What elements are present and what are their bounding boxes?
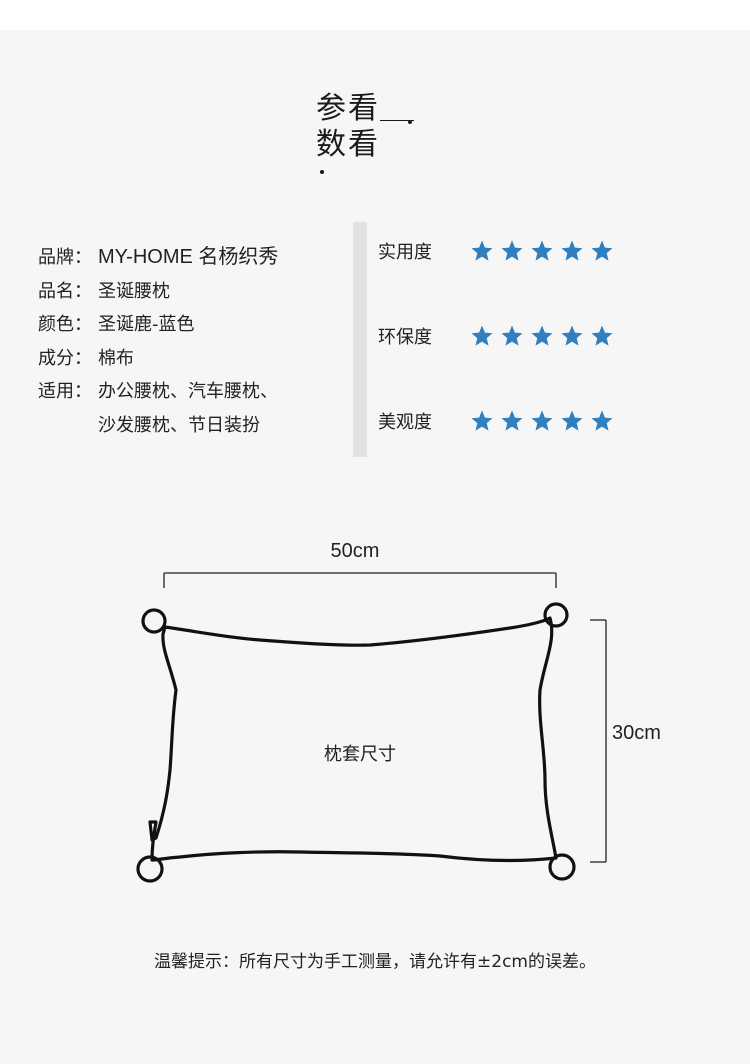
- heading-underline: [380, 120, 414, 121]
- heading-dot-right: [408, 120, 412, 124]
- star-rating: [470, 239, 614, 263]
- spec-usage-value-line1: 办公腰枕、汽车腰枕、: [98, 381, 278, 402]
- star-icon: [591, 410, 613, 431]
- heading-dot-bottom: [320, 170, 324, 174]
- spec-color: 颜色： 圣诞鹿-蓝色: [38, 308, 348, 342]
- star-icon: [561, 410, 583, 431]
- star-icon: [471, 410, 493, 431]
- product-specs: 品牌： MY-HOME 名杨织秀 品名： 圣诞腰枕 颜色： 圣诞鹿-蓝色 成分：…: [38, 241, 348, 442]
- heading-line-1: 参看: [316, 91, 380, 126]
- star-icon: [561, 240, 583, 261]
- rating-label: 美观度: [378, 412, 432, 433]
- star-icon: [561, 325, 583, 346]
- spec-color-key: 颜色：: [38, 314, 92, 335]
- star-icon: [531, 410, 553, 431]
- width-dimension-label: 50cm: [330, 540, 380, 562]
- rating-label: 环保度: [378, 327, 432, 348]
- star-icon: [531, 240, 553, 261]
- heading-line-2: 数看: [316, 127, 380, 162]
- star-rating: [470, 324, 614, 348]
- rating-eco: 环保度: [378, 321, 738, 351]
- spec-name-key: 品名：: [38, 280, 92, 302]
- rating-practicality: 实用度: [378, 236, 738, 266]
- spec-brand-value: MY-HOME 名杨织秀: [98, 246, 279, 268]
- star-icon: [591, 325, 613, 346]
- star-icon: [501, 240, 523, 261]
- star-icon: [531, 325, 553, 346]
- star-icon: [501, 325, 523, 346]
- rating-appearance: 美观度: [378, 406, 738, 436]
- spec-brand-key: 品牌：: [38, 247, 92, 268]
- pillow-label: 枕套尺寸: [324, 744, 396, 765]
- spec-usage-value-line2: 沙发腰枕、节日装扮: [98, 414, 260, 436]
- spec-material-key: 成分：: [38, 347, 92, 369]
- spec-brand: 品牌： MY-HOME 名杨织秀: [38, 241, 348, 275]
- star-icon: [591, 240, 613, 261]
- section-heading: 参看 数看: [316, 92, 456, 182]
- content-panel: [0, 30, 750, 1064]
- star-icon: [471, 240, 493, 261]
- spec-usage-value: 办公腰枕、汽车腰枕、 沙发腰枕、节日装扮: [98, 375, 348, 442]
- spec-material: 成分： 棉布: [38, 342, 348, 376]
- spec-color-value: 圣诞鹿-蓝色: [98, 314, 195, 335]
- spec-material-value: 棉布: [98, 347, 134, 369]
- divider-bar: [353, 222, 367, 457]
- height-dimension-label: 30cm: [612, 722, 661, 744]
- spec-usage: 适用： 办公腰枕、汽车腰枕、 沙发腰枕、节日装扮: [38, 375, 348, 442]
- measurement-note: 温馨提示：所有尺寸为手工测量，请允许有±2cm的误差。: [154, 952, 596, 972]
- spec-usage-key: 适用：: [38, 381, 92, 402]
- spec-name-value: 圣诞腰枕: [98, 280, 170, 302]
- spec-name: 品名： 圣诞腰枕: [38, 275, 348, 309]
- star-icon: [471, 325, 493, 346]
- star-icon: [501, 410, 523, 431]
- rating-label: 实用度: [378, 242, 432, 263]
- star-rating: [470, 409, 614, 433]
